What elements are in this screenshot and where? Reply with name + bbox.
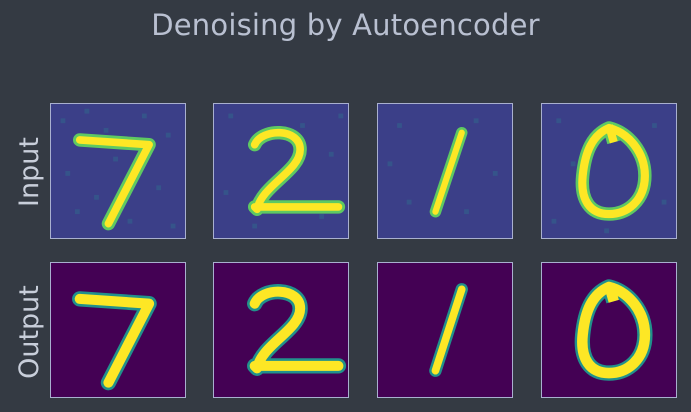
output-panel-digit-1 [377,262,513,398]
input-panel-digit-0 [541,103,677,239]
row-label-output: Output [14,285,45,379]
row-label-input: Input [14,137,45,207]
input-panel-digit-7 [50,103,186,239]
noise-texture [60,108,176,229]
input-panel-digit-1 [377,103,513,239]
figure-title: Denoising by Autoencoder [151,8,540,42]
output-panel-digit-7 [50,262,186,398]
input-panel-digit-2 [213,103,349,239]
output-panel-digit-2 [213,262,349,398]
output-panel-digit-0 [541,262,677,398]
